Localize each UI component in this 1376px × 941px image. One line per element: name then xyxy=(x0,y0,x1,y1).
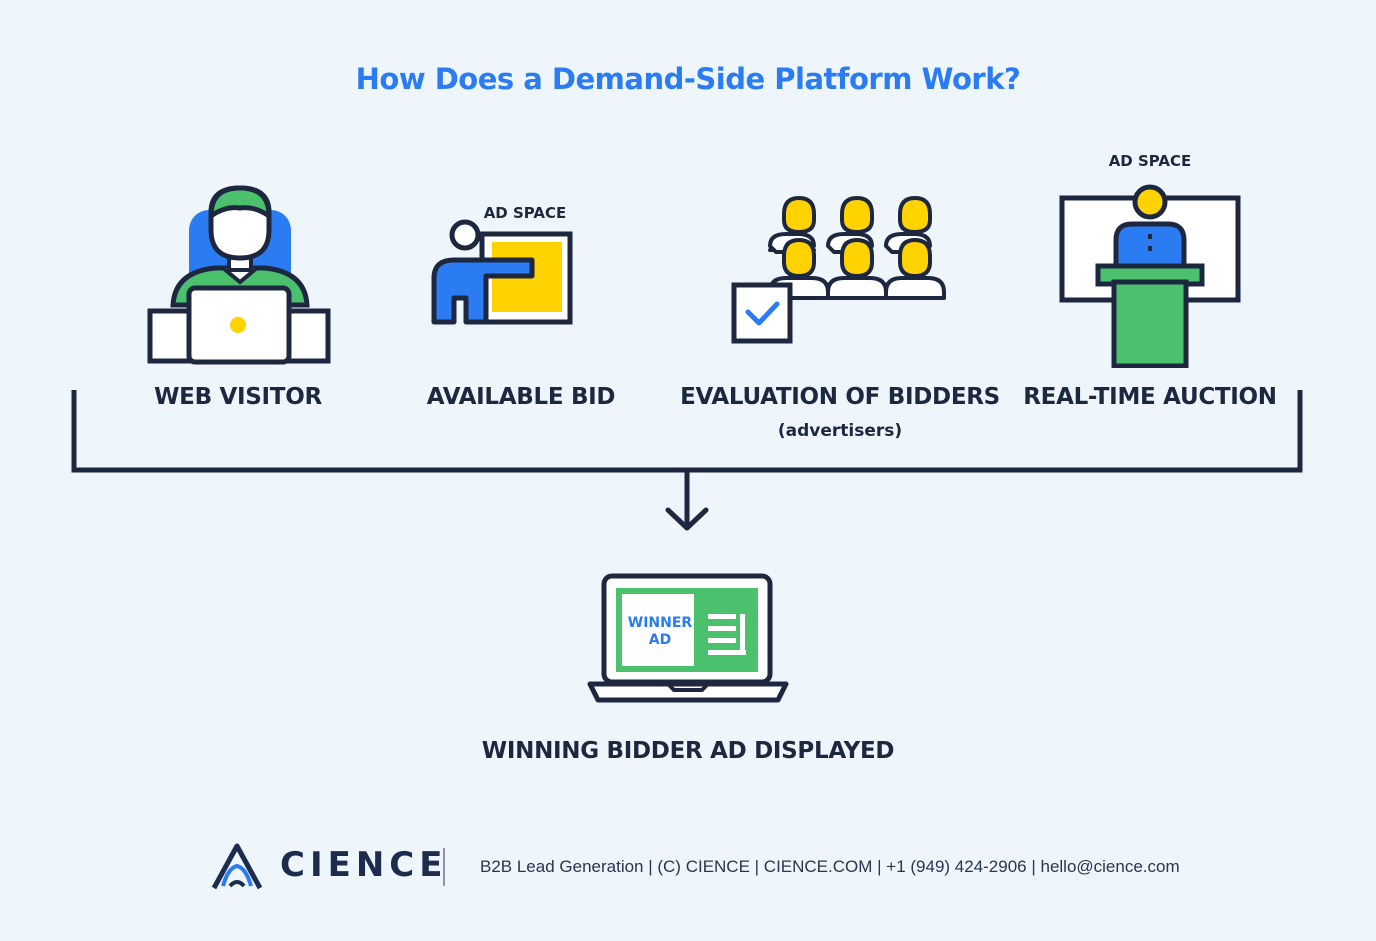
cience-logo-icon xyxy=(211,843,263,890)
step-label-available-bid: AVAILABLE BID xyxy=(426,384,616,410)
page-title: How Does a Demand-Side Platform Work? xyxy=(355,62,1021,96)
presenter-icon xyxy=(431,219,573,325)
ad-space-caption: AD SPACE xyxy=(483,204,567,222)
laptop-icon: WINNER AD xyxy=(586,572,790,708)
footer-info: B2B Lead Generation | (C) CIENCE | CIENC… xyxy=(480,857,1180,876)
winner-ad-line2: AD xyxy=(648,632,672,648)
auction-icon xyxy=(1059,184,1241,368)
step-label-real-time-auction: REAL-TIME AUCTION xyxy=(1023,384,1277,410)
step-label-web-visitor: WEB VISITOR xyxy=(154,384,322,410)
flow-bracket xyxy=(71,390,1303,531)
down-arrow-icon xyxy=(665,507,709,531)
web-visitor-icon xyxy=(147,185,331,365)
brand-name: CIENCE xyxy=(280,845,448,885)
step-sublabel-advertisers: (advertisers) xyxy=(777,421,903,441)
winner-ad-line1: WINNER xyxy=(627,615,693,631)
auction-ad-space-caption: AD SPACE xyxy=(1108,152,1192,170)
footer-divider xyxy=(443,848,445,886)
bidders-icon xyxy=(731,196,946,344)
step-label-evaluation: EVALUATION OF BIDDERS xyxy=(680,384,1000,410)
result-label: WINNING BIDDER AD DISPLAYED xyxy=(481,738,895,764)
